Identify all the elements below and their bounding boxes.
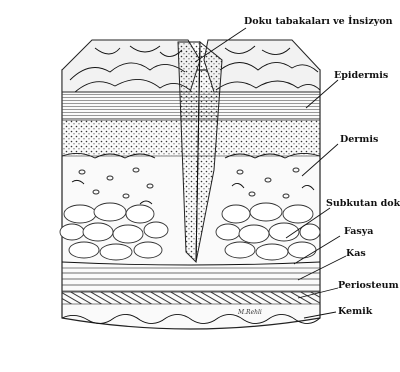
label-epidermis: Epidermis [334, 70, 388, 81]
label-bone: Kemik [338, 306, 373, 317]
artist-signature: M.Rehli [237, 309, 262, 316]
muscle-layer [62, 268, 320, 292]
label-fascia: Fasya [344, 226, 373, 237]
label-dermis: Dermis [340, 134, 378, 145]
periosteum-layer [62, 292, 320, 304]
tissue-block: M.Rehli [60, 40, 320, 329]
label-periosteum: Periosteum [338, 280, 399, 291]
label-incision: Doku tabakaları ve İnsizyon [244, 14, 393, 27]
label-subcutaneous: Subkutan doku [326, 198, 400, 209]
label-muscle: Kas [346, 248, 366, 259]
